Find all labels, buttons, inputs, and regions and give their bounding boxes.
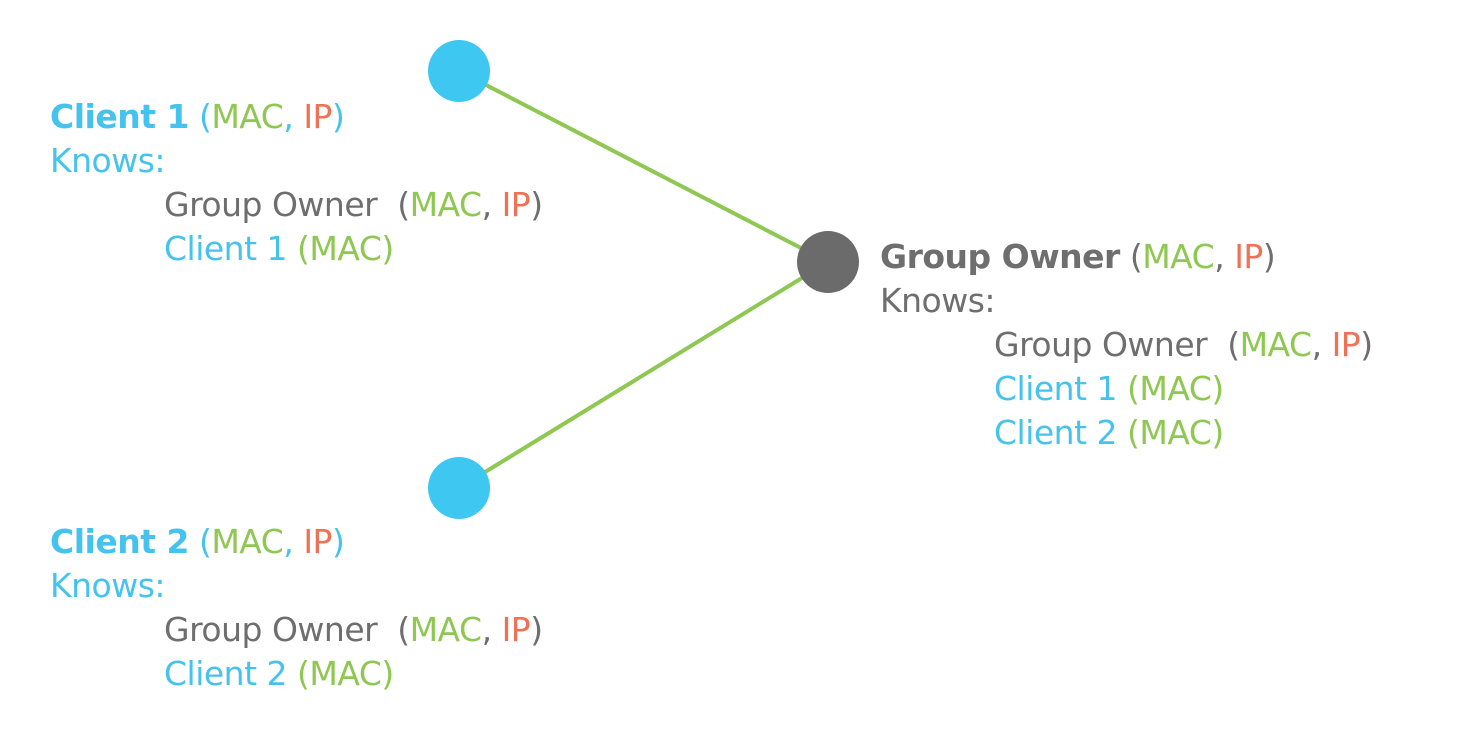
- ip-label: IP: [303, 97, 332, 136]
- client-2-label-block: Client 2 (MAC, IP) Knows: Group Owner (M…: [50, 520, 543, 696]
- open-paren: (: [377, 610, 410, 649]
- open-paren: (: [1117, 413, 1140, 452]
- mac-label: MAC: [409, 610, 483, 649]
- client-1-node: [428, 40, 490, 102]
- open-paren: (: [188, 522, 212, 561]
- close-paren: ): [1211, 369, 1224, 408]
- group-owner-name: Group Owner: [880, 237, 1120, 276]
- comma: ,: [481, 185, 502, 224]
- mac-label: MAC: [309, 229, 382, 268]
- open-paren: (: [287, 229, 310, 268]
- edge-client1-to-owner: [457, 69, 830, 264]
- close-paren: ): [530, 185, 543, 224]
- client-1-known-item: Group Owner (MAC, IP): [50, 183, 543, 227]
- mac-label: MAC: [309, 654, 382, 693]
- open-paren: (: [188, 97, 212, 136]
- group-owner-known-item: Client 2 (MAC): [880, 411, 1373, 455]
- edge-client2-to-owner: [457, 260, 830, 490]
- ip-label: IP: [303, 522, 332, 561]
- client-1-heading: Client 1 (MAC, IP): [50, 95, 543, 139]
- group-owner-label-block: Group Owner (MAC, IP) Knows: Group Owner…: [880, 235, 1373, 455]
- known-name: Group Owner: [164, 185, 378, 224]
- known-name: Client 1: [164, 229, 288, 268]
- open-paren: (: [1117, 369, 1140, 408]
- close-paren: ): [530, 610, 543, 649]
- client-2-knows-label: Knows:: [50, 566, 166, 605]
- close-paren: ): [381, 229, 394, 268]
- client-1-label-block: Client 1 (MAC, IP) Knows: Group Owner (M…: [50, 95, 543, 271]
- ip-label: IP: [1234, 237, 1263, 276]
- known-name: Client 1: [994, 369, 1118, 408]
- comma: ,: [1214, 237, 1235, 276]
- client-2-known-item: Client 2 (MAC): [50, 652, 543, 696]
- group-owner-knows-label: Knows:: [880, 281, 996, 320]
- mac-label: MAC: [211, 97, 284, 136]
- client-2-node: [428, 457, 490, 519]
- close-paren: ): [1360, 325, 1373, 364]
- ip-label: IP: [501, 185, 531, 224]
- mac-label: MAC: [409, 185, 483, 224]
- client-1-knows-label: Knows:: [50, 141, 166, 180]
- ip-label: IP: [501, 610, 531, 649]
- group-owner-heading: Group Owner (MAC, IP): [880, 235, 1373, 279]
- comma: ,: [283, 522, 304, 561]
- client-1-known-item: Client 1 (MAC): [50, 227, 543, 271]
- mac-label: MAC: [1239, 325, 1313, 364]
- open-paren: (: [287, 654, 310, 693]
- client-2-name: Client 2: [50, 522, 189, 561]
- ip-label: IP: [1331, 325, 1361, 364]
- close-paren: ): [331, 522, 345, 561]
- mac-label: MAC: [1142, 237, 1215, 276]
- open-paren: (: [1119, 237, 1143, 276]
- known-name: Group Owner: [164, 610, 378, 649]
- comma: ,: [283, 97, 304, 136]
- group-owner-known-item: Client 1 (MAC): [880, 367, 1373, 411]
- group-owner-node: [797, 231, 859, 293]
- known-name: Group Owner: [994, 325, 1208, 364]
- close-paren: ): [1262, 237, 1276, 276]
- comma: ,: [481, 610, 502, 649]
- known-name: Client 2: [164, 654, 288, 693]
- close-paren: ): [331, 97, 345, 136]
- open-paren: (: [377, 185, 410, 224]
- mac-label: MAC: [1139, 413, 1212, 452]
- close-paren: ): [381, 654, 394, 693]
- client-2-known-item: Group Owner (MAC, IP): [50, 608, 543, 652]
- mac-label: MAC: [211, 522, 284, 561]
- group-owner-known-item: Group Owner (MAC, IP): [880, 323, 1373, 367]
- comma: ,: [1311, 325, 1332, 364]
- known-name: Client 2: [994, 413, 1118, 452]
- client-2-heading: Client 2 (MAC, IP): [50, 520, 543, 564]
- open-paren: (: [1207, 325, 1240, 364]
- close-paren: ): [1211, 413, 1224, 452]
- client-1-name: Client 1: [50, 97, 189, 136]
- mac-label: MAC: [1139, 369, 1212, 408]
